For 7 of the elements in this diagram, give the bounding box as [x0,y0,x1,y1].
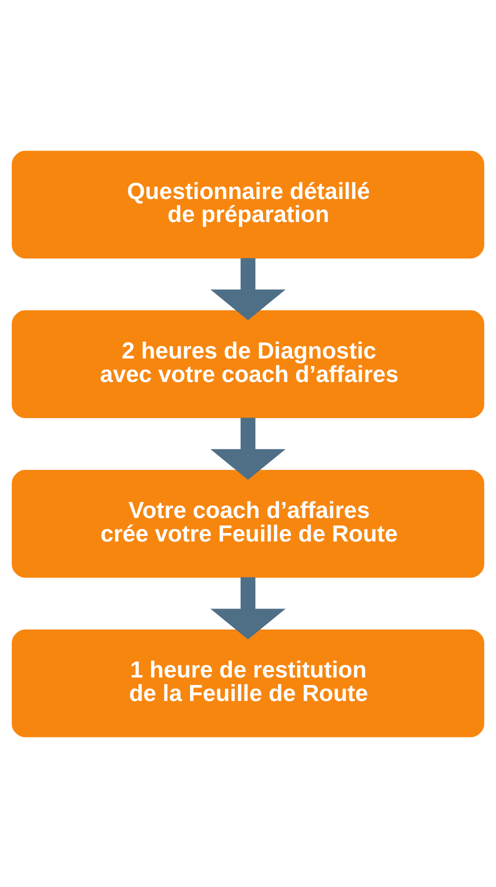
arrow [210,576,286,639]
arrow [210,258,286,320]
node-box: 2 heures de Diagnostic avec votre coach d’affaires [12,310,484,418]
node-box: Votre coach d’affaires crée votre Feuille de Route [12,469,484,578]
node-box: Questionnaire détaillé de préparation [12,150,484,258]
node-box: 1 heure de restitution de la Feuille de Route [12,629,484,737]
arrow [210,417,286,480]
